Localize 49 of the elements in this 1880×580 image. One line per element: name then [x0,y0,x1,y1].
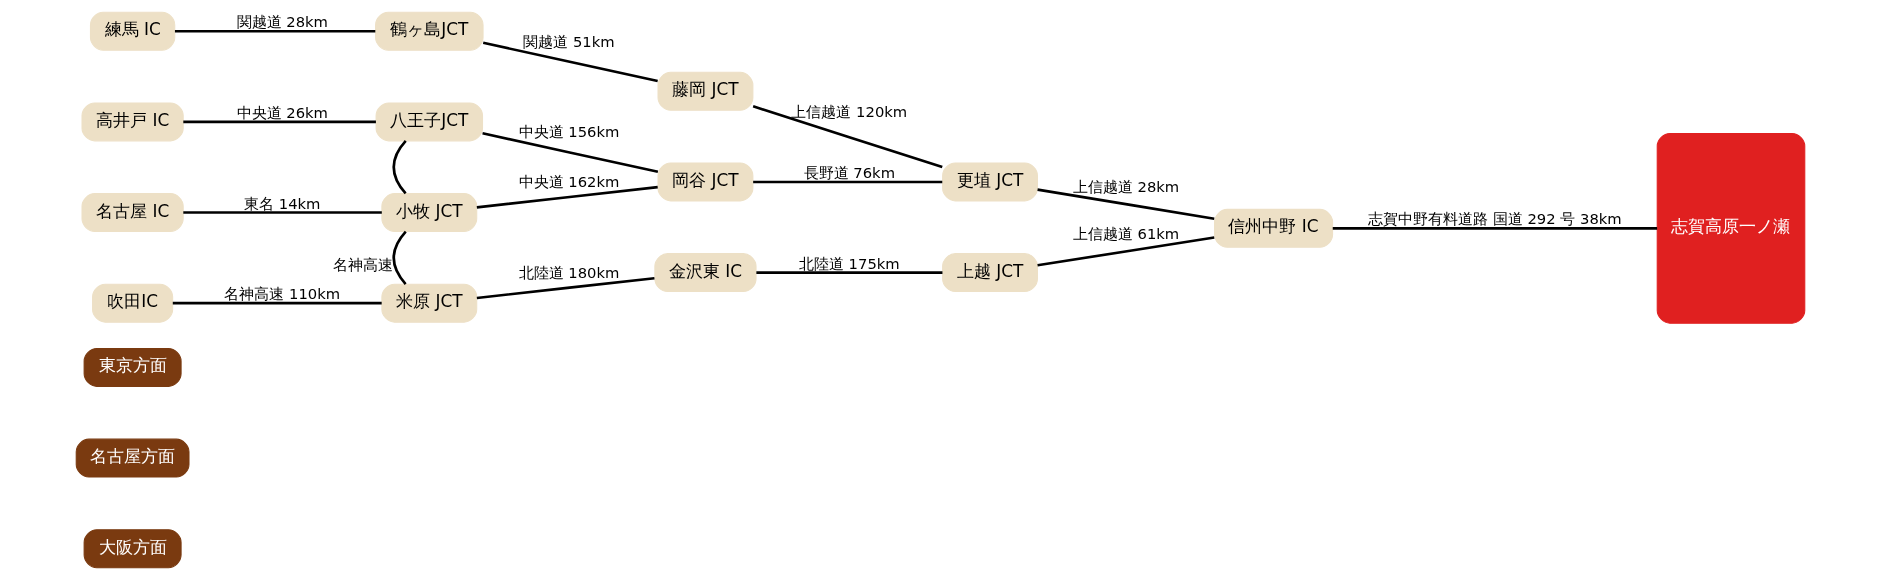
node-box: 東京方面 [83,347,182,387]
node-box: 名古屋 IC [81,193,184,233]
connector [391,230,407,285]
connector [476,185,658,209]
connector [391,140,407,195]
node-box: 金沢東 IC [653,253,757,293]
node-box: 鶴ヶ島JCT [374,11,484,51]
edge-label: 名神高速 110km [223,285,340,303]
edge-label: 東名 14km [243,194,320,212]
node-box: 高井戸 IC [81,102,184,142]
connector [752,105,943,169]
edge-label: 名神高速 [332,255,393,273]
connector [182,120,376,124]
connector [481,132,658,174]
edge-label: 上信越道 28km [1072,177,1179,195]
node-box: 小牧 JCT [380,193,477,233]
edge-label: 中央道 156km [518,122,619,140]
node-box: 信州中野 IC [1213,208,1333,248]
connector [1332,227,1657,230]
connector [182,211,382,214]
node-box: 藤岡 JCT [657,71,753,111]
edge-label: 志賀中野有料道路 国道 292 号 38km [1367,210,1622,228]
edge-label: 関越道 28km [236,13,328,31]
connector [1036,188,1214,221]
node-box: 吹田IC [91,283,173,323]
connector [172,301,382,305]
edge-label: 上信越道 120km [790,102,907,120]
connector [1036,236,1214,267]
connector [482,41,658,83]
edge-label: 北陸道 175km [798,254,900,272]
node-box: 名古屋方面 [75,438,189,478]
node-box: 志賀高原一ノ瀬 [1656,132,1805,324]
node-box: 岡谷 JCT [657,162,753,202]
node-box: 大阪方面 [83,529,182,569]
connector [476,276,655,300]
connector [755,271,942,274]
node-box: 練馬 IC [89,11,175,51]
edge-label: 上信越道 61km [1072,225,1179,243]
edge-label: 中央道 26km [236,103,328,121]
connector [752,180,942,184]
node-box: 上越 JCT [941,253,1038,293]
node-box: 八王子JCT [375,102,483,142]
edge-label: 中央道 162km [518,173,619,191]
edge-label: 関越道 51km [522,33,615,51]
edge-label: 北陸道 180km [518,264,619,282]
node-box: 米原 JCT [380,283,477,323]
edge-label: 長野道 76km [803,163,895,181]
connector [174,29,375,33]
node-box: 更埴 JCT [941,162,1038,202]
